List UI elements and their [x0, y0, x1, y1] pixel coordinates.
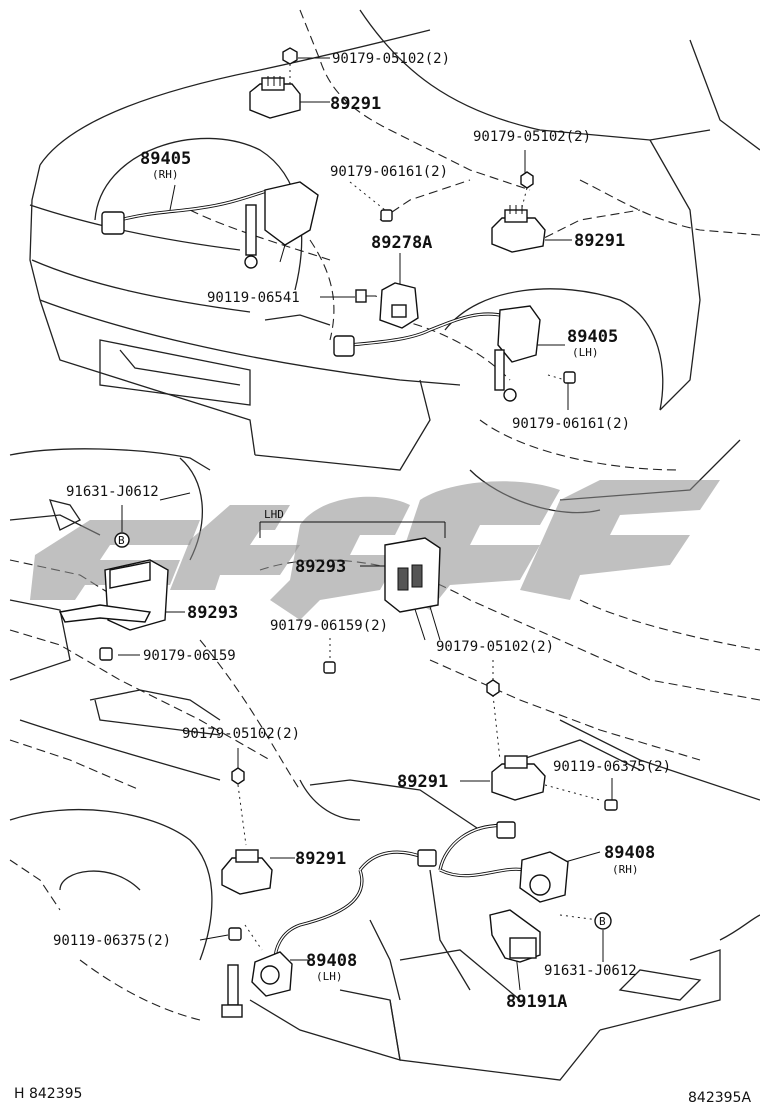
nut-bracket [99, 647, 113, 661]
label-bolt-ecu: 90179-05102(2) [436, 639, 554, 655]
label-bolt-top: 90179-05102(2) [332, 51, 450, 67]
footer-right-code: 842395A [688, 1090, 751, 1106]
bracket-rear-89191a [489, 909, 541, 963]
nut-rh-top [380, 209, 393, 222]
bolt-top [282, 47, 298, 65]
rear-height-sensor-lh [221, 849, 437, 1018]
ecu-lhd [384, 537, 441, 613]
bolt-ecu [486, 679, 500, 697]
label-clip-right: 91631-J0612 [544, 963, 637, 979]
label-lhd: LHD [264, 508, 284, 521]
label-height-rh-side: (RH) [152, 168, 179, 181]
height-sensor-rh [101, 181, 319, 269]
label-rear-height-rh-side: (RH) [612, 863, 639, 876]
front-body-outline [29, 9, 760, 514]
label-ecu-rhd: 89293 [187, 603, 238, 623]
label-clip-left: 91631-J0612 [66, 484, 159, 500]
label-height-lh-side: (LH) [572, 346, 599, 359]
bolt-rear-right [604, 799, 618, 811]
bolt-rear-bottom [228, 927, 242, 941]
bolt-relay [355, 289, 376, 303]
label-height-lh: 89405 [567, 327, 618, 347]
nut-ecu [323, 661, 336, 674]
label-relay: 89278A [371, 233, 432, 253]
footer: H 842395 842395A [14, 1086, 751, 1106]
nut-lh [563, 371, 576, 384]
clip-right [594, 912, 612, 930]
label-sensor-rh-top: 89291 [330, 94, 381, 114]
label-bolt-right-top: 90179-05102(2) [473, 129, 591, 145]
height-sensor-lh [333, 305, 541, 402]
label-bolt-rear-left: 90179-05102(2) [182, 726, 300, 742]
rear-height-sensor-rh [438, 821, 569, 903]
label-sensor-right-top: 89291 [574, 231, 625, 251]
label-bracket-rear: 89191A [506, 992, 567, 1012]
label-clip-marker-left: B [118, 534, 125, 547]
label-rear-height-rh: 89408 [604, 843, 655, 863]
sensor-top [249, 76, 301, 119]
label-nut-rh-top: 90179-06161(2) [330, 164, 448, 180]
label-height-rh: 89405 [140, 149, 191, 169]
label-bolt-relay: 90119-06541 [207, 290, 300, 306]
label-ecu-lhd: 89293 [295, 557, 346, 577]
footer-left-code: H 842395 [14, 1086, 82, 1102]
sensor-rear-mid [491, 755, 546, 801]
label-bolt-rear-bottom: 90119-06375(2) [53, 933, 171, 949]
label-sensor-rear-mid: 89291 [397, 772, 448, 792]
label-nut-bracket: 90179-06159 [143, 648, 236, 664]
label-rear-height-lh-side: (LH) [316, 970, 343, 983]
relay-89278a [379, 282, 419, 329]
label-nut-ecu: 90179-06159(2) [270, 618, 388, 634]
label-clip-marker-right: B [599, 915, 606, 928]
ecu-rhd [58, 532, 169, 631]
label-rear-height-lh: 89408 [306, 951, 357, 971]
bolt-rear-left [231, 767, 245, 785]
sensor-rear-left [221, 849, 273, 895]
rear-body-outline [9, 448, 760, 1081]
label-bolt-rear-right: 90119-06375(2) [553, 759, 671, 775]
label-sensor-rear-left: 89291 [295, 849, 346, 869]
label-nut-lh: 90179-06161(2) [512, 416, 630, 432]
bolt-right-top [520, 171, 534, 189]
sensor-right-top [491, 205, 546, 253]
callout-labels: 90179-05102(2) 89291 89405 (RH) 90179-06… [53, 51, 671, 1012]
